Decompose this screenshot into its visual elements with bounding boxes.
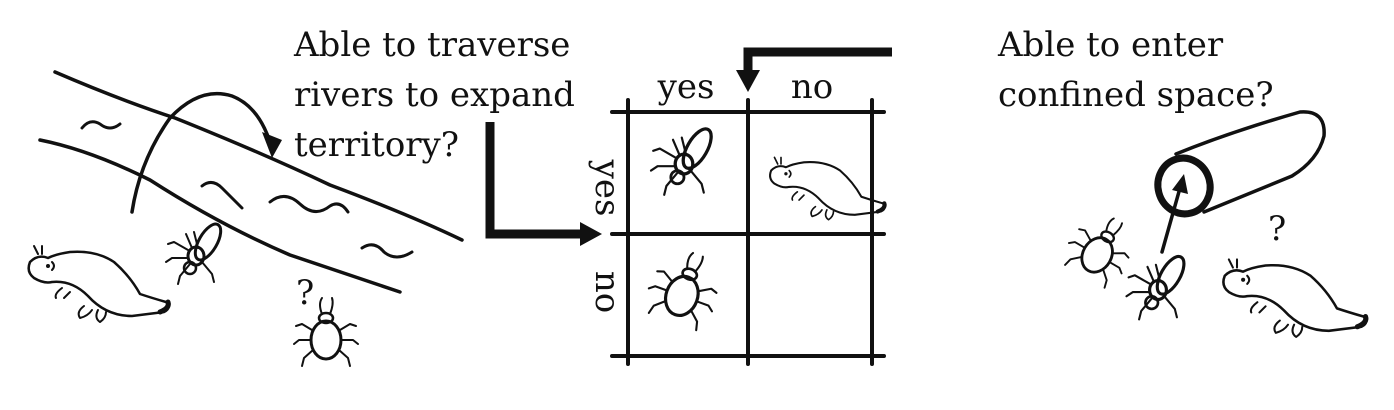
uncertain-mark-right: ? (1268, 209, 1286, 249)
beetle-icon-right (1057, 203, 1145, 293)
column-label-yes: yes (657, 67, 715, 107)
question-confined: Able to enter confined space? (997, 25, 1274, 115)
question-river: Able to traverse rivers to expand territ… (293, 25, 586, 165)
question-river-line-2: rivers to expand (294, 75, 575, 115)
flying-beetle-icon (164, 218, 228, 286)
question-confined-line-1: Able to enter (997, 25, 1224, 65)
question-river-line-1: Able to traverse (293, 25, 570, 65)
question-river-line-3: territory? (294, 125, 459, 165)
uncertain-mark: ? (296, 273, 314, 313)
outcome-matrix (610, 98, 886, 366)
cell-yes-no-platypus-icon (770, 157, 885, 219)
question-confined-line-2: confined space? (998, 75, 1274, 115)
log-entry-arrow (1160, 174, 1188, 254)
platypus-icon (29, 246, 169, 322)
row-question-arrow (485, 122, 602, 246)
row-label-yes: yes (587, 159, 627, 217)
platypus-icon-right (1223, 259, 1366, 337)
hollow-log-icon (1154, 110, 1326, 218)
cell-no-yes-beetle-icon (639, 241, 731, 335)
column-label-no: no (791, 67, 833, 107)
column-question-arrow (736, 47, 892, 92)
river-crossing-arrow (130, 91, 282, 214)
flying-beetle-icon-right (1124, 250, 1191, 321)
cell-yes-yes-flying-beetle-icon (649, 122, 719, 197)
row-label-no: no (587, 271, 627, 313)
river-icon (38, 70, 464, 294)
